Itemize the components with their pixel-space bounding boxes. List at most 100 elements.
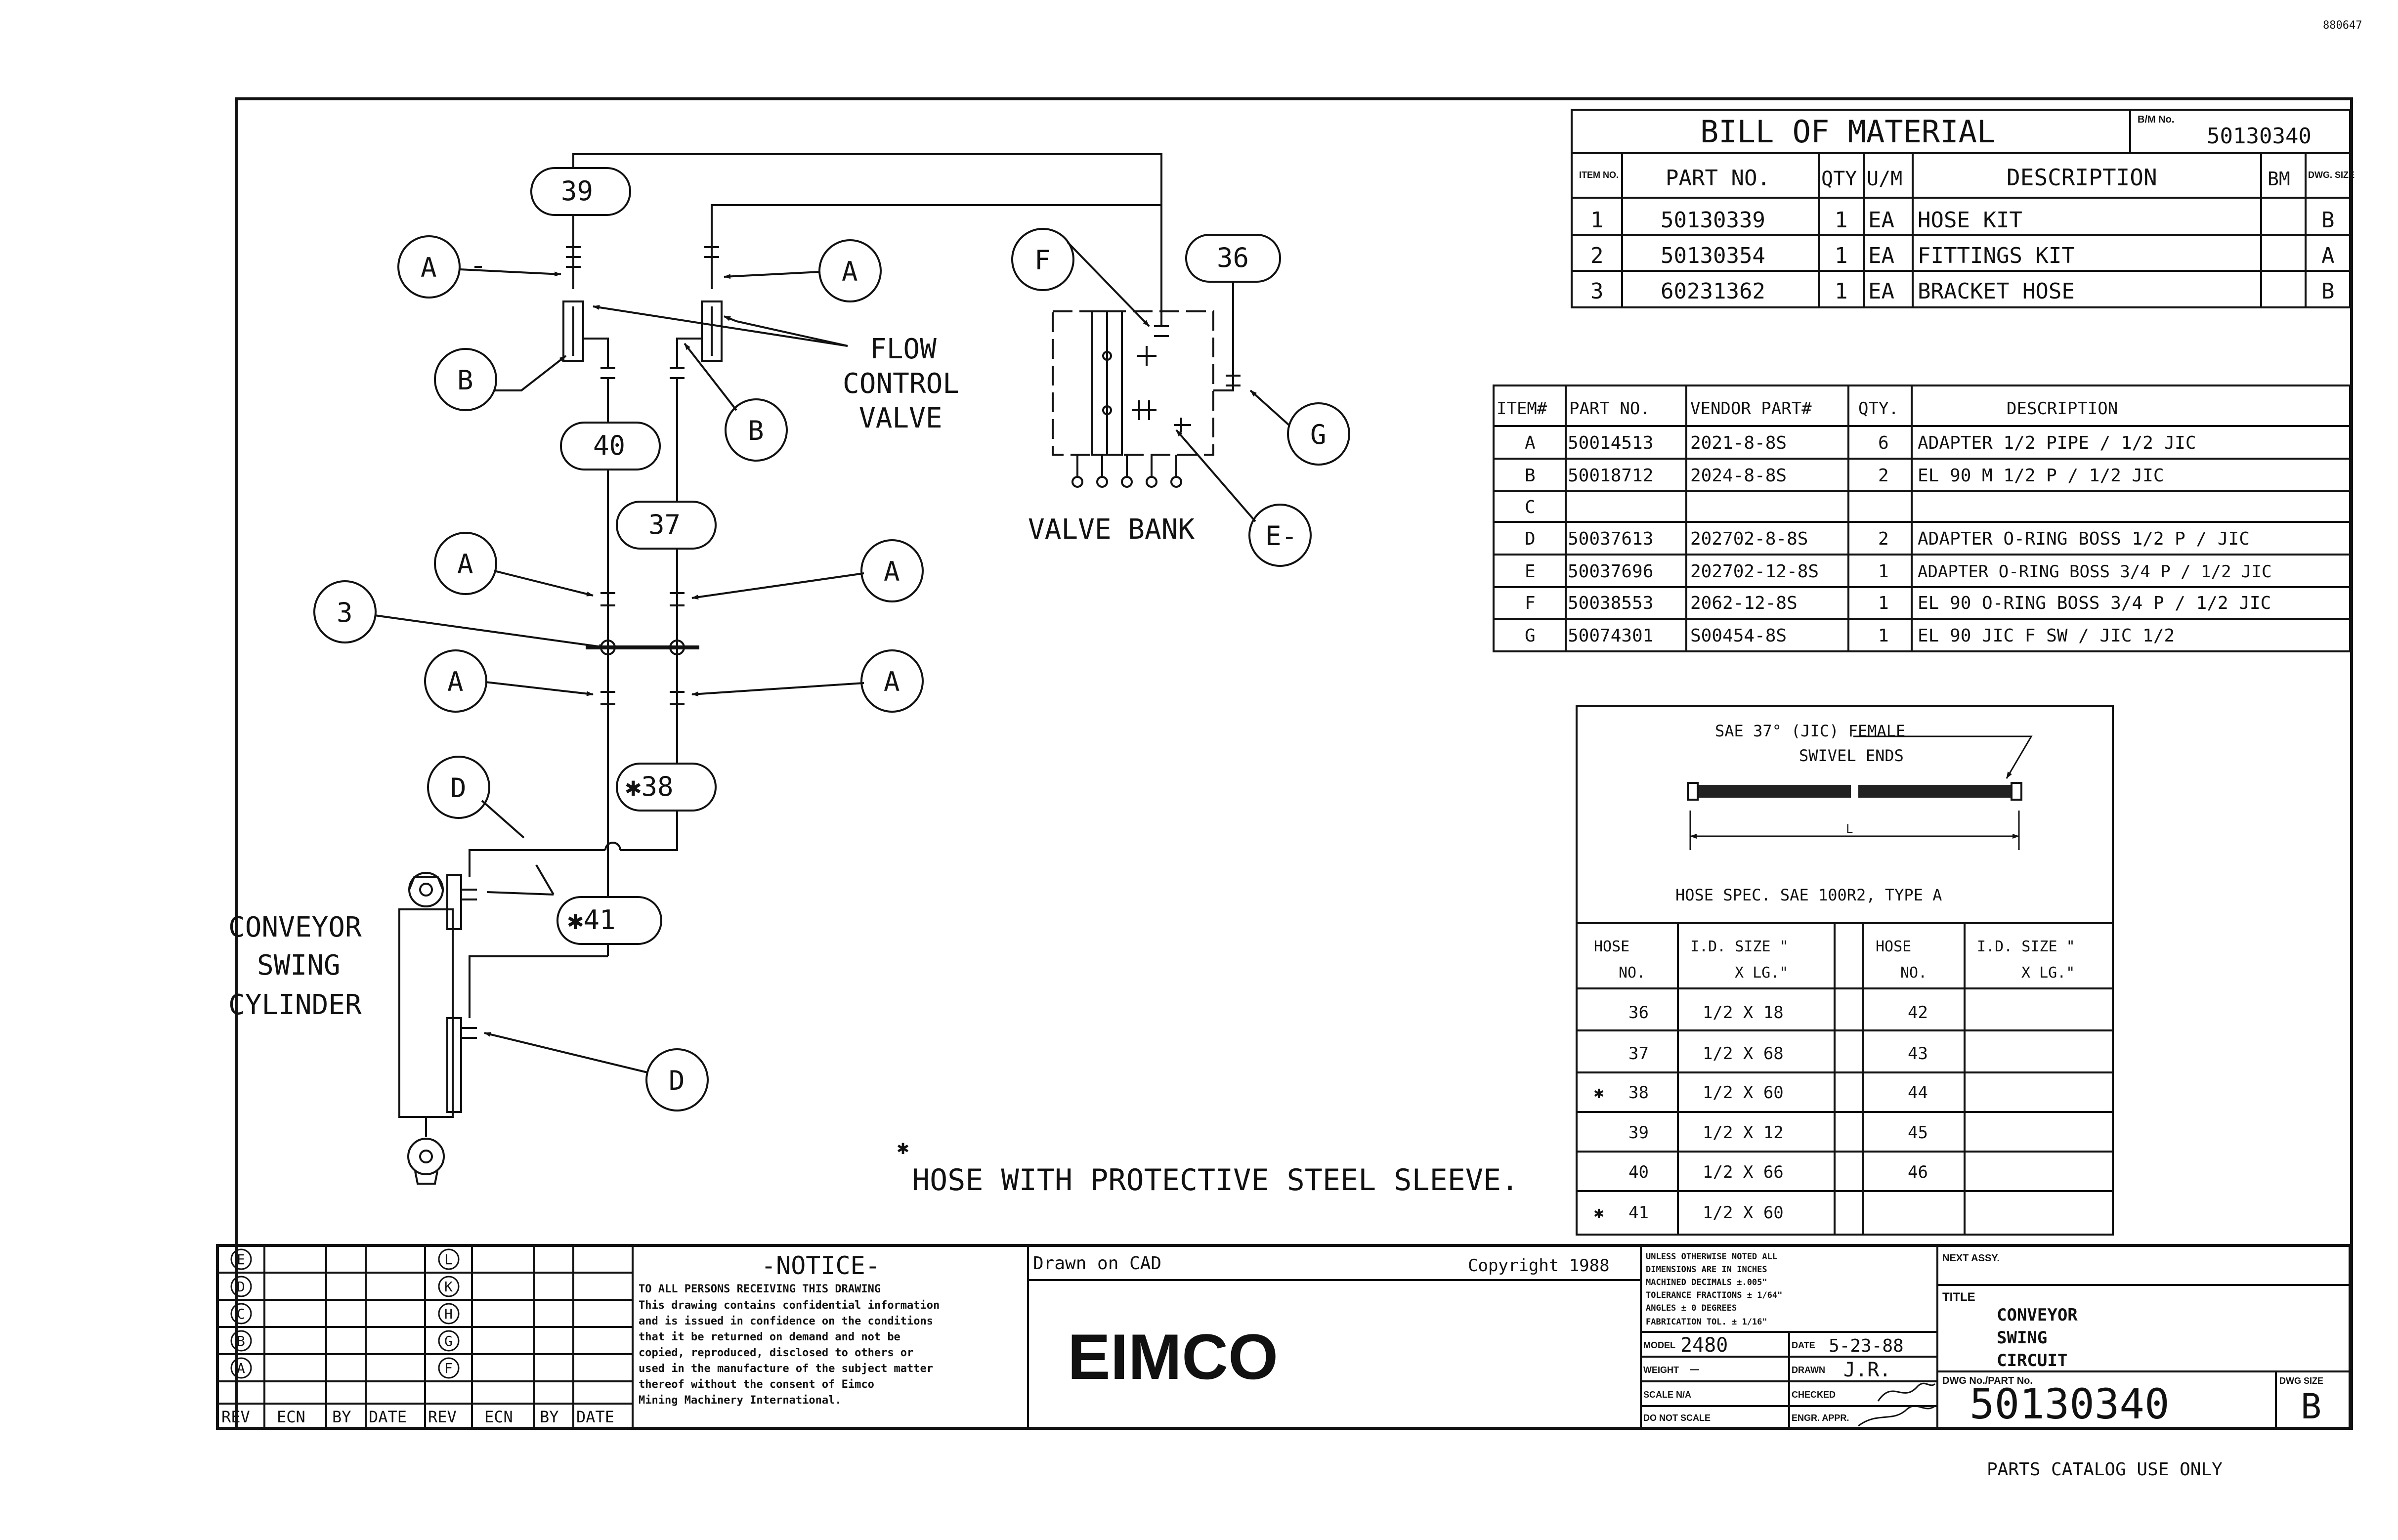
hose-no: 40 <box>1628 1162 1649 1182</box>
fittings-cell: C <box>1525 497 1536 517</box>
tolerance-line: FABRICATION TOL. ± 1/16" <box>1646 1317 1767 1327</box>
drawn-label: DRAWN <box>1792 1365 1825 1375</box>
cylinder-label-line: CYLINDER <box>228 989 362 1021</box>
fittings-header-item: ITEM# <box>1497 399 1547 419</box>
fittings-cell: 50074301 <box>1568 626 1653 646</box>
notice-line: copied, reproduced, disclosed to others … <box>639 1347 913 1359</box>
rev-header: BY <box>332 1408 351 1426</box>
balloon-text: 3 <box>337 597 353 628</box>
fitting-balloon-labels: A A B B F G E- A A 3 A A D D <box>337 245 1327 1096</box>
title-block-grid <box>216 1244 2352 1430</box>
model-value: 2480 <box>1680 1334 1728 1357</box>
fittings-cell: 50014513 <box>1568 433 1653 453</box>
balloon-text: B <box>457 365 473 396</box>
hose-no: 41 <box>1628 1203 1649 1223</box>
valve-bank <box>1052 310 1241 488</box>
balloon-a <box>860 649 924 713</box>
flow-control-valve-left <box>562 242 615 379</box>
notice-line: thereof without the consent of Eimco <box>639 1378 874 1391</box>
fittings-cell: 2024-8-8S <box>1690 466 1787 486</box>
signatures <box>1858 1382 1936 1427</box>
balloon-text: G <box>1310 419 1327 450</box>
balloon-a <box>434 532 497 595</box>
bom-header-um: U/M <box>1867 168 1902 190</box>
tolerance-line: MACHINED DECIMALS ±.005" <box>1646 1278 1767 1287</box>
hose-illustration <box>1687 735 2033 850</box>
fittings-header-desc: DESCRIPTION <box>2007 399 2118 419</box>
fittings-row: B 50018712 2024-8-8S 2 EL 90 M 1/2 P / 1… <box>1525 466 2164 486</box>
bom-header-qty: QTY <box>1821 168 1857 190</box>
drawn-on-cad: Drawn on CAD <box>1033 1253 1161 1274</box>
tolerance-block: UNLESS OTHERWISE NOTED ALL DIMENSIONS AR… <box>1646 1252 1782 1327</box>
fitting-balloons <box>313 228 1350 1112</box>
sleeve-note: HOSE WITH PROTECTIVE STEEL SLEEVE. <box>912 1163 1519 1198</box>
rev-letter: G <box>444 1333 453 1349</box>
fittings-row: A 50014513 2021-8-8S 6 ADAPTER 1/2 PIPE … <box>1525 433 2196 453</box>
date-value: 5-23-88 <box>1829 1336 1904 1356</box>
balloon-text: B <box>748 415 764 446</box>
fittings-cell: D <box>1525 529 1536 549</box>
hose-panel <box>1576 705 2114 1236</box>
fittings-header-qty: QTY. <box>1858 399 1899 419</box>
bom-cell: 1 <box>1835 279 1848 304</box>
dwg-label: DWG No./PART No. <box>1942 1375 2033 1386</box>
engr-label: ENGR. APPR. <box>1792 1413 1849 1423</box>
balloon-text: A <box>884 556 900 587</box>
fittings-cell: ADAPTER 1/2 PIPE / 1/2 JIC <box>1918 433 2196 453</box>
notice-line: used in the manufacture of the subject m… <box>639 1363 933 1375</box>
model-label: MODEL <box>1643 1340 1675 1350</box>
balloon-a <box>860 539 924 602</box>
checked-signature <box>1877 1382 1936 1402</box>
hose-no-right: 45 <box>1908 1123 1928 1143</box>
rev-header: BY <box>540 1408 559 1426</box>
do-not-scale: DO NOT SCALE <box>1643 1413 1711 1423</box>
bom-row: 1 50130339 1 EA HOSE KIT B <box>1590 208 2335 233</box>
balloon-text: A <box>421 252 437 283</box>
rev-circle-letters: E D C B A L K H G F <box>237 1251 453 1376</box>
balloon-g <box>1287 402 1350 466</box>
title-line: CONVEYOR <box>1997 1305 2078 1325</box>
rev-header: REV <box>221 1408 250 1426</box>
rev-letter: C <box>237 1306 245 1322</box>
balloon-text: D <box>669 1065 685 1096</box>
drawing-title: CONVEYOR SWING CIRCUIT <box>1997 1305 2078 1370</box>
hose-mark: ✱ <box>1594 1083 1604 1103</box>
hose-dim-label: L <box>1846 822 1853 836</box>
hose-size: 1/2 X 18 <box>1703 1003 1784 1023</box>
notice-title: -NOTICE- <box>761 1251 880 1280</box>
fittings-cell: 50038553 <box>1568 593 1653 613</box>
flow-control-label: FLOW CONTROL VALVE <box>843 333 959 434</box>
bom-cell: BRACKET HOSE <box>1918 279 2075 304</box>
fittings-cell: B <box>1525 466 1536 486</box>
bom-cell: A <box>2321 243 2335 268</box>
hose-header-row: HOSE NO. I.D. SIZE " X LG." HOSE NO. I.D… <box>1594 938 2075 982</box>
leader-arrows <box>374 241 1290 1073</box>
notice-line: Mining Machinery International. <box>639 1394 842 1407</box>
fittings-cell: 6 <box>1878 433 1889 453</box>
notice-line: and is issued in confidence on the condi… <box>639 1315 933 1327</box>
flow-control-line: VALVE <box>859 402 942 434</box>
fittings-cell: 50037696 <box>1568 561 1653 582</box>
fittings-cell: 2021-8-8S <box>1690 433 1787 453</box>
bom-bn-label: B/M No. <box>2138 114 2174 125</box>
fittings-row: F 50038553 2062-12-8S 1 EL 90 O-RING BOS… <box>1525 593 2271 613</box>
fittings-cell: 2 <box>1878 466 1889 486</box>
balloon-text: D <box>450 772 467 804</box>
tolerance-line: ANGLES ± 0 DEGREES <box>1646 1303 1737 1313</box>
rev-header: ECN <box>277 1408 305 1426</box>
tolerance-line: TOLERANCE FRACTIONS ± 1/64" <box>1646 1290 1782 1300</box>
hose-header: X LG." <box>1735 964 1788 982</box>
fittings-cell: G <box>1525 626 1536 646</box>
rev-header: DATE <box>576 1408 614 1426</box>
balloon-b <box>434 348 497 411</box>
scale-label: SCALE N/A <box>1643 1390 1691 1400</box>
fittings-cell: A <box>1525 433 1536 453</box>
fittings-row: C <box>1525 497 1536 517</box>
balloon-a <box>818 239 882 302</box>
title-label: TITLE <box>1942 1290 1975 1304</box>
hose-no: 39 <box>1628 1123 1649 1143</box>
balloon-a <box>424 649 487 713</box>
rev-letter: E <box>237 1251 245 1268</box>
bom-row: 3 60231362 1 EA BRACKET HOSE B <box>1590 279 2335 304</box>
hose-label-top2: SWIVEL ENDS <box>1799 746 1904 765</box>
